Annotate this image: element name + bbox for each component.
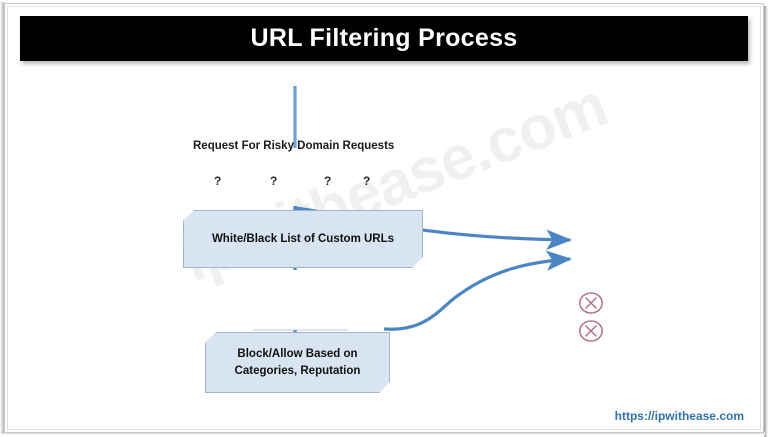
flow-heading: Request For Risky Domain Requests [193, 140, 395, 152]
node-white-black-list-label: White/Black List of Custom URLs [211, 232, 395, 245]
footer-site-url[interactable]: https://ipwithease.com [614, 409, 744, 423]
question-mark-4: ? [363, 174, 371, 188]
frame-shadow-right [764, 6, 768, 437]
frame-shadow-left [0, 2, 4, 434]
circle-x-icon [578, 318, 604, 349]
circle-x-icon [578, 290, 604, 321]
question-mark-1: ? [214, 174, 222, 188]
node-block-allow-line1: Block/Allow Based on [237, 347, 358, 360]
node-block-allow[interactable]: Block/Allow Based on Categories, Reputat… [205, 332, 390, 393]
node-block-allow-label: Block/Allow Based on Categories, Reputat… [225, 346, 371, 379]
title-banner: URL Filtering Process [20, 16, 748, 61]
page-title: URL Filtering Process [250, 24, 518, 52]
node-white-black-list[interactable]: White/Black List of Custom URLs [183, 210, 423, 268]
diagram-canvas: ipwithease.com Request For Risky Domain … [8, 62, 760, 430]
node-block-allow-line2: Categories, Reputation [234, 364, 361, 377]
question-mark-2: ? [270, 174, 278, 188]
question-mark-3: ? [324, 174, 332, 188]
